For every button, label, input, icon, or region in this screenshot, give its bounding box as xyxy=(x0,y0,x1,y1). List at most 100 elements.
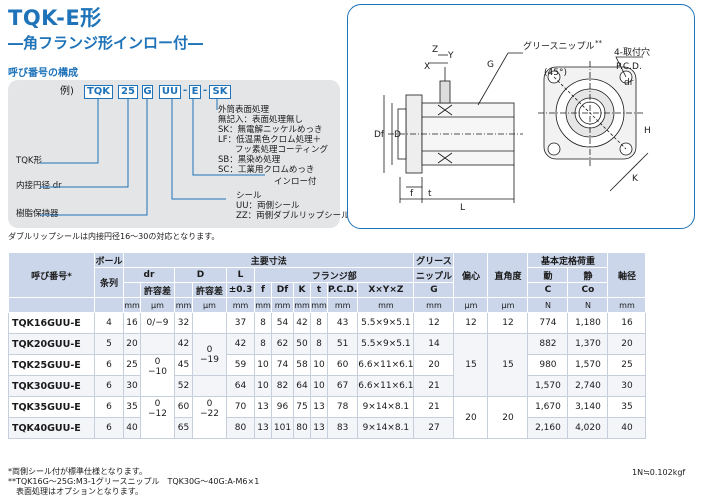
dr-tol-a-bottom: −10 xyxy=(148,367,167,377)
th-K: K xyxy=(293,282,311,298)
th-D-blank xyxy=(174,282,193,298)
cell-K: 50 xyxy=(293,333,311,355)
cell-Df: 101 xyxy=(271,417,294,439)
technical-drawing: グリースニップル ** 4-取付穴 P.C.D. (45°) dr G Z Y … xyxy=(347,4,695,229)
unit-dr: mm xyxy=(123,297,141,313)
cell-dr-tol-a: 0 −10 xyxy=(140,354,175,397)
th-Df: Df xyxy=(271,282,294,298)
cell-D: 45 xyxy=(174,354,193,376)
unit-C: N xyxy=(527,297,569,313)
cell-D-tol-a: 0 −19 xyxy=(192,333,227,376)
cell-ball: 5 xyxy=(94,333,124,355)
cell-shaft: 16 xyxy=(607,312,647,334)
cell-Df: 74 xyxy=(271,354,294,376)
cell-dr: 20 xyxy=(123,333,141,355)
cell-L: 59 xyxy=(226,354,255,376)
label-pcd: P.C.D. xyxy=(616,62,642,72)
dr-tol-a-top: 0 xyxy=(154,357,161,367)
cell-Df: 82 xyxy=(271,375,294,397)
cell-ecc: 12 xyxy=(453,312,489,334)
code-part-seal: UU xyxy=(159,85,181,99)
cell-L: 37 xyxy=(226,312,255,334)
unit-D-tol: μm xyxy=(192,297,227,313)
label-dr: dr xyxy=(624,78,634,88)
D-tol-a-top: 0 xyxy=(206,344,213,355)
th-f: f xyxy=(254,282,272,298)
unit-K: mm xyxy=(293,297,311,313)
th-dr-tol: 許容差 xyxy=(140,282,175,298)
label-L: L xyxy=(460,203,465,213)
spec-table: 呼び番号* ボール 主要寸法 グリース 偏心 直角度 基本定格荷重 軸径 条列 … xyxy=(8,252,647,439)
cell-f: 13 xyxy=(254,417,272,439)
surface-line-3: LF：低温黒色クロム処理＋ xyxy=(218,135,322,145)
code-part-retainer: G xyxy=(142,85,153,99)
th-Co: Co xyxy=(567,282,609,298)
th-C: C xyxy=(527,282,569,298)
cell-ball: 4 xyxy=(94,312,124,334)
cell-model: TQK25GUU-E xyxy=(8,354,95,376)
cell-pcd: 78 xyxy=(326,396,359,418)
code-part-inlo: E xyxy=(189,85,201,99)
cell-pcd: 83 xyxy=(326,417,359,439)
cell-Co: 3,140 xyxy=(567,396,609,418)
D-tol-b-bottom: −22 xyxy=(200,409,219,419)
label-H: H xyxy=(644,126,651,136)
cell-xyz: 5.5×9×5.1 xyxy=(357,312,415,334)
cell-dr: 35 xyxy=(123,396,141,418)
surface-line-4: フッ素処理コーティング xyxy=(218,145,328,155)
th-shaft: 軸径 xyxy=(607,252,647,298)
label-inlo: インロー付 xyxy=(274,177,317,187)
table-row: TQK35GUU-E 6 35 0 −12 60 0 −22 70 13 96 … xyxy=(8,396,647,439)
th-ball: ボール xyxy=(94,252,124,268)
unit-xyz: mm xyxy=(357,297,415,313)
unit-Co: N xyxy=(567,297,609,313)
th-L: L xyxy=(226,267,255,283)
label-holes: 4-取付穴 xyxy=(614,46,650,58)
double-lip-note: ダブルリップシールは内接円径16～30の対応となります。 xyxy=(8,232,220,241)
cell-sq-merged-a: 15 xyxy=(487,333,529,397)
cell-model: TQK30GUU-E xyxy=(8,375,95,397)
cell-C: 1,670 xyxy=(527,396,569,418)
cell-D-tol xyxy=(192,375,227,397)
label-t: t xyxy=(428,189,432,199)
unit-G: mm xyxy=(413,297,455,313)
th-dynamic: 動 xyxy=(527,267,569,283)
page-subtitle: ―角フランジ形インロー付― xyxy=(8,34,204,52)
cell-ball: 6 xyxy=(94,375,124,397)
code-dash-2: - xyxy=(203,85,208,96)
unit-L: mm xyxy=(226,297,255,313)
cell-G: 21 xyxy=(413,396,455,418)
cell-Co: 1,570 xyxy=(567,354,609,376)
cell-dr: 40 xyxy=(123,417,141,439)
th-dr: dr xyxy=(123,267,175,283)
cell-dr: 25 xyxy=(123,354,141,376)
cell-ball: 6 xyxy=(94,354,124,376)
numbering-heading: 呼び番号の構成 xyxy=(8,68,78,79)
cell-K: 64 xyxy=(293,375,311,397)
label-tqk-type: TQK形 xyxy=(16,156,42,166)
surface-line-2: SK：無電解ニッケルめっき xyxy=(218,125,323,135)
cell-D: 52 xyxy=(174,375,193,397)
th-model: 呼び番号* xyxy=(8,252,95,298)
unit-pcd: mm xyxy=(326,297,359,313)
surface-line-0: 外筒表面処理 xyxy=(218,105,270,115)
unit-model-blank xyxy=(8,297,95,313)
th-D-tol: 許容差 xyxy=(192,282,227,298)
th-squareness: 直角度 xyxy=(487,252,529,298)
label-retainer: 樹脂保持器 xyxy=(16,209,59,219)
cell-shaft: 25 xyxy=(607,354,647,376)
cell-C: 1,570 xyxy=(527,375,569,397)
cell-dr: 16 xyxy=(123,312,141,334)
cell-t: 13 xyxy=(310,396,328,418)
code-part-surface: SK xyxy=(209,85,231,99)
label-Z: Z xyxy=(432,45,438,55)
cell-D: 60 xyxy=(174,396,193,418)
cell-xyz: 9×14×8.1 xyxy=(357,417,415,439)
th-G: G xyxy=(413,282,455,298)
table-row: TQK20GUU-E 5 20 42 0 −19 42 8 62 50 8 51… xyxy=(8,333,647,397)
unit-Df: mm xyxy=(271,297,294,313)
cell-Co: 4,020 xyxy=(567,417,609,439)
th-static: 静 xyxy=(567,267,609,283)
label-angle: (45°) xyxy=(544,68,567,78)
label-grease-mark: ** xyxy=(595,39,603,47)
